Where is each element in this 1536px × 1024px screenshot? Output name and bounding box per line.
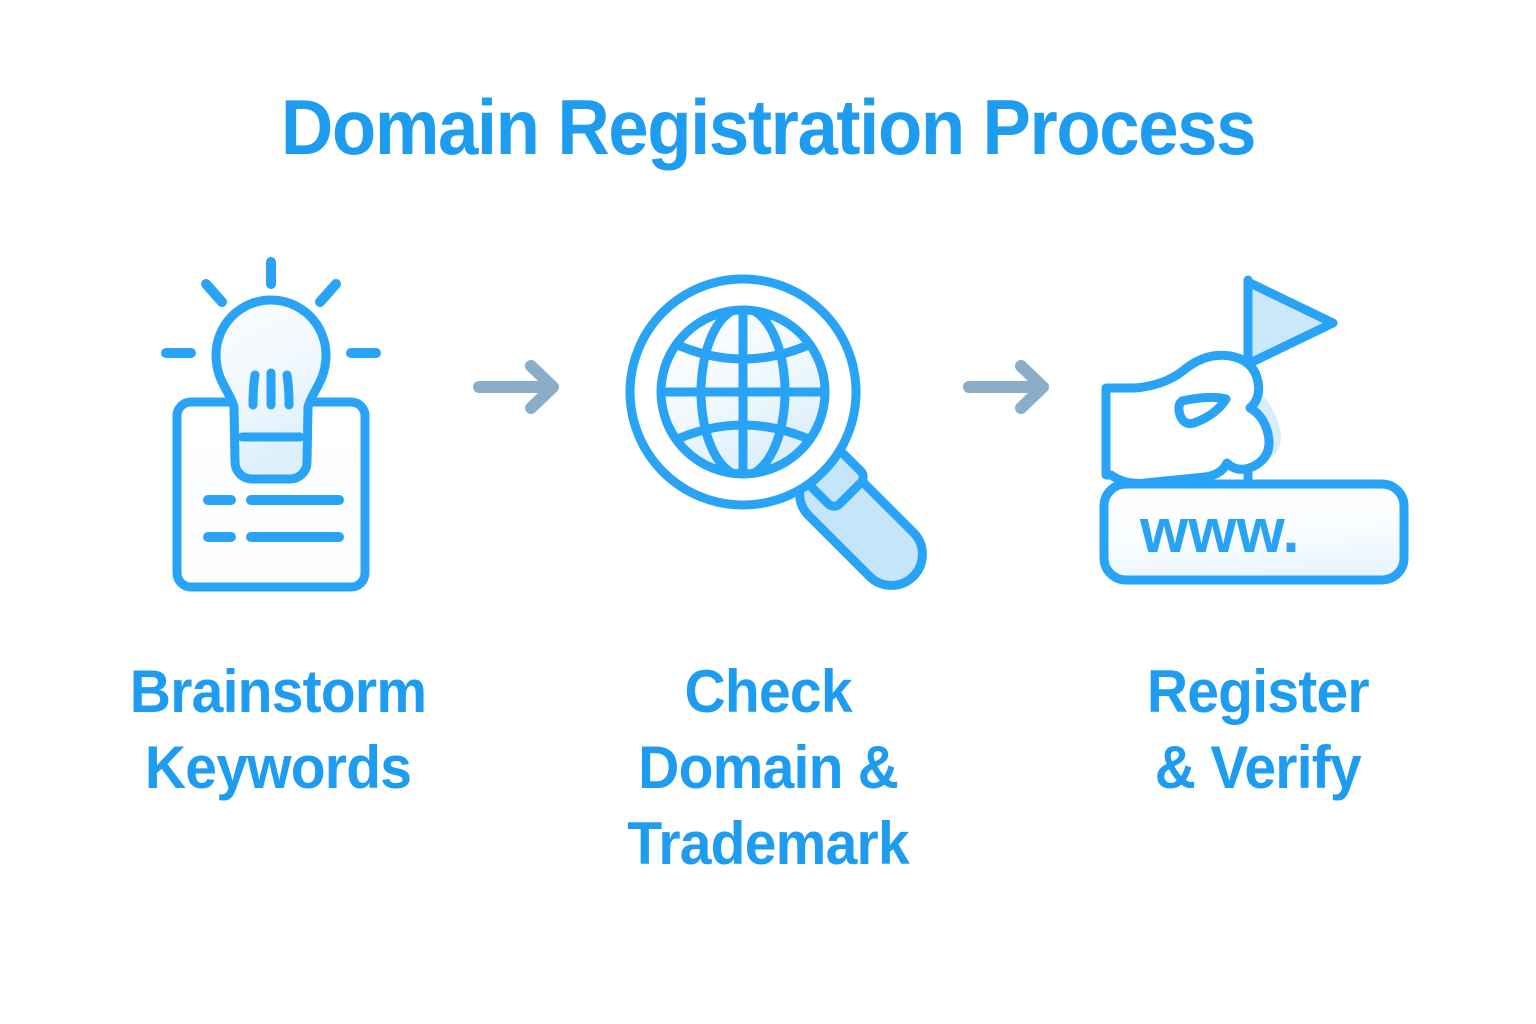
hand-thumb-shape [1174,392,1231,429]
step-3-label-line-2: & Verify [1154,734,1362,802]
address-bar-text: www. [1139,497,1300,566]
step-1-label-line-1: Brainstorm [129,658,427,725]
flag-shape [1243,277,1338,369]
arrow-step-1-to-2 [458,262,588,612]
step-2-label-line-3: Trademark [627,810,909,878]
step-2-check-domain-trademark[interactable]: Check Domain & Trademark [588,262,948,883]
bulb-filament [248,368,294,410]
right-arrow-icon [963,360,1049,414]
page-title: Domain Registration Process [280,83,1257,171]
step-3-label-line-1: Register [1146,658,1370,725]
check-domain-icon [588,262,948,612]
brainstorm-icon [98,257,458,612]
process-steps-row: Brainstorm Keywords [0,257,1536,883]
step-2-label-line-2: Domain & [638,734,899,802]
step-2-label: Check Domain & Trademark [627,654,909,883]
arrow-step-2-to-3 [948,262,1078,612]
step-1-label-line-2: Keywords [144,734,412,802]
step-2-label-line-1: Check [684,658,852,725]
globe-shape [656,305,830,479]
address-bar-box [1099,479,1409,585]
right-arrow-icon [473,360,559,414]
step-3-register-verify[interactable]: www. Register & Verify [1078,262,1438,806]
document-list-lines [203,495,344,542]
step-1-brainstorm-keywords[interactable]: Brainstorm Keywords [98,257,458,806]
register-verify-icon: www. [1078,262,1438,612]
step-1-label: Brainstorm Keywords [129,654,427,806]
step-3-label: Register & Verify [1146,654,1370,806]
bulb-rays [161,257,381,358]
